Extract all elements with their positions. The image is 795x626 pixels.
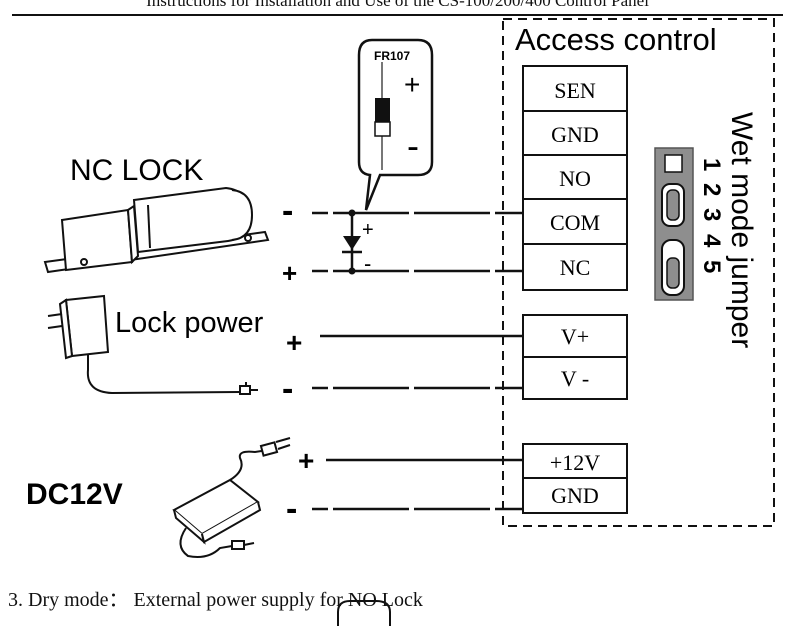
terminal-vplus: V+ (561, 324, 589, 349)
diode-inline-plus-mark: + (362, 219, 374, 241)
terminal-com: COM (550, 210, 600, 235)
terminal-block-main: SEN GND NO COM NC (522, 65, 628, 291)
header-rule (12, 14, 783, 16)
terminal-vminus: V - (561, 366, 589, 391)
access-control-title: Access control (515, 22, 717, 57)
jumper-number-2: 2 (698, 183, 725, 196)
lockpower-minus-mark: - (282, 370, 293, 408)
jumper-number-1: 1 (698, 158, 725, 171)
diode-plus-label: + (404, 69, 420, 100)
terminal-nc: NC (560, 255, 591, 280)
dc12v-label: DC12V (26, 478, 123, 511)
page-header: Instructions for Installation and Use of… (146, 0, 649, 10)
nc-lock-icon (43, 186, 270, 274)
terminal-sen: SEN (554, 78, 596, 103)
lock-plus-mark: + (282, 258, 297, 288)
wet-mode-jumper (654, 147, 694, 301)
lock-power-label: Lock power (115, 307, 264, 339)
dc-minus-mark: - (286, 490, 297, 528)
jumper-number-3: 3 (698, 208, 725, 221)
terminal-dc-gnd: GND (551, 483, 599, 508)
jumper-number-4: 4 (698, 234, 725, 248)
inline-diode-symbol (342, 209, 362, 275)
lockpower-plus-mark: + (286, 327, 302, 358)
jumper-numbers: 1 2 3 4 5 (698, 158, 725, 273)
terminal-block-power: V+ V - (522, 314, 628, 400)
diode-model-label: FR107 (374, 49, 410, 63)
dc-plus-mark: + (298, 445, 314, 476)
section-caption: 3. Dry mode： External power supply for N… (8, 589, 423, 611)
jumper-label: Wet mode jumper (725, 112, 758, 348)
nc-lock-label: NC LOCK (70, 154, 203, 187)
terminal-block-dc: +12V GND (522, 443, 628, 514)
lock-power-adapter-icon (47, 294, 258, 395)
terminal-12v: +12V (550, 450, 600, 475)
diode-inline-minus-mark: - (364, 251, 371, 276)
diode-minus-label: - (407, 125, 419, 166)
polarity-marks: - + + - + - + - (282, 192, 374, 528)
terminal-no: NO (559, 166, 591, 191)
jumper-number-5: 5 (698, 260, 725, 273)
lock-minus-mark: - (282, 192, 293, 230)
access-control-frame (502, 18, 775, 527)
diode-callout: FR107 + - (357, 38, 434, 211)
wires (312, 211, 523, 511)
dc12v-adapter-icon (172, 437, 291, 558)
terminal-gnd: GND (551, 122, 599, 147)
